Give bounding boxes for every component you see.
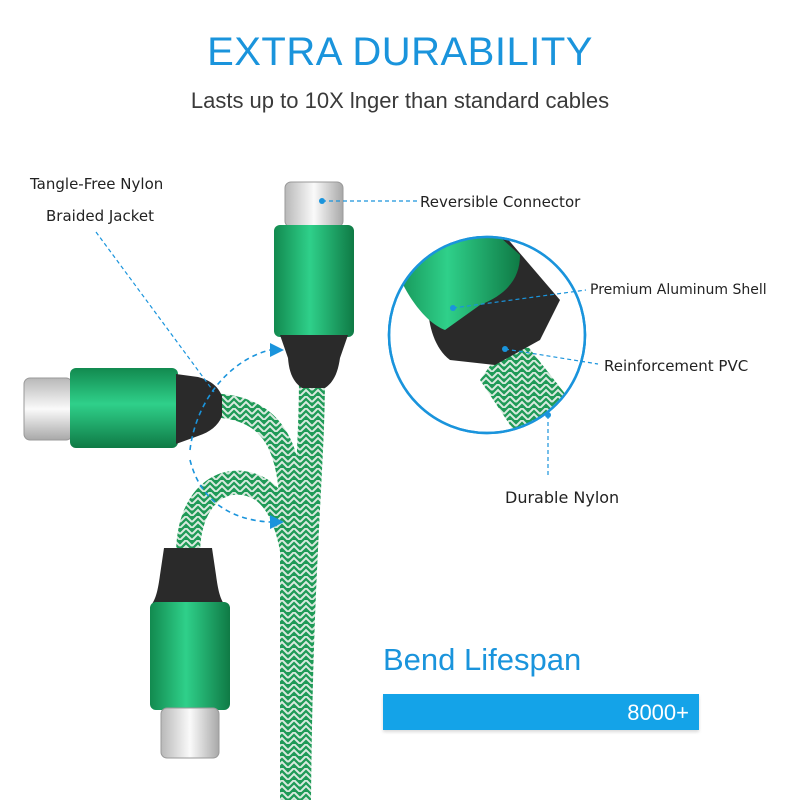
bend-arrow-upper xyxy=(189,343,284,451)
bottom-usb-c-connector xyxy=(150,548,230,759)
bend-arrow-lower xyxy=(189,459,284,529)
callout-dots xyxy=(319,198,551,418)
left-bent-cable xyxy=(204,393,304,800)
bend-lifespan-value: 8000+ xyxy=(627,700,689,725)
top-usb-c-connector xyxy=(274,181,354,388)
page-title: EXTRA DURABILITY xyxy=(207,30,593,74)
callout-tangle-free-line2: Braided Jacket xyxy=(46,207,154,225)
callout-durable-nylon: Durable Nylon xyxy=(505,488,620,507)
zoom-detail-circle xyxy=(387,235,587,435)
bend-lifespan-title: Bend Lifespan xyxy=(383,642,582,677)
page-subtitle: Lasts up to 10X lnger than standard cabl… xyxy=(190,88,610,113)
bottom-bent-cable xyxy=(176,470,310,641)
callout-tangle-free-line1: Tangle-Free Nylon xyxy=(30,175,164,193)
callout-aluminum-shell: Premium Aluminum Shell xyxy=(590,282,767,298)
left-usb-c-connector xyxy=(23,368,222,448)
callout-lines xyxy=(95,200,599,478)
bend-lifespan-bar-fill: 8000+ xyxy=(383,694,699,730)
bend-lifespan-bar: 8000+ xyxy=(383,694,699,730)
callout-reversible-connector: Reversible Connector xyxy=(420,193,581,211)
callout-reinforcement-pvc: Reinforcement PVC xyxy=(604,357,749,375)
